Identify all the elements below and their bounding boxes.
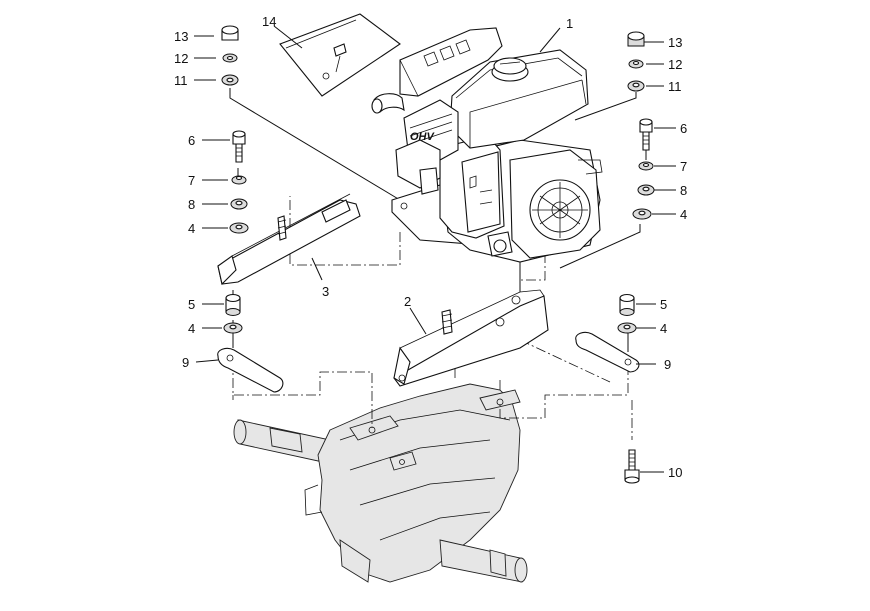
callout-9-right: 9: [664, 357, 671, 372]
engine-assembly: OHV: [371, 27, 603, 263]
callout-13-right: 13: [668, 35, 682, 50]
callout-4-right-upper: 4: [680, 207, 687, 222]
callout-leaders: [194, 25, 676, 473]
transmission-housing: [233, 383, 528, 583]
callout-10: 10: [668, 465, 682, 480]
engine-brand-mark: OHV: [410, 131, 436, 143]
callout-1: 1: [566, 16, 573, 31]
callout-4-left-lower: 4: [188, 321, 195, 336]
callout-12-right: 12: [668, 57, 682, 72]
callout-4-left-upper: 4: [188, 221, 195, 236]
right-engine-bracket: [393, 289, 549, 387]
callout-6-right: 6: [680, 121, 687, 136]
callout-11-right: 11: [668, 79, 682, 94]
callout-14: 14: [262, 14, 276, 29]
callout-8-right: 8: [680, 183, 687, 198]
callout-7-left: 7: [188, 173, 195, 188]
callout-5-right: 5: [660, 297, 667, 312]
callout-2: 2: [404, 294, 411, 309]
callout-9-left: 9: [182, 355, 189, 370]
callout-4-right-lower: 4: [660, 321, 667, 336]
callout-12-left: 12: [174, 51, 188, 66]
right-hardware-stack: [575, 31, 655, 484]
left-engine-bracket: [217, 193, 361, 286]
left-hardware-stack: [217, 25, 284, 393]
callout-3: 3: [322, 284, 329, 299]
assembly-centerlines: [232, 196, 633, 440]
callout-11-left: 11: [174, 73, 188, 88]
callout-5-left: 5: [188, 297, 195, 312]
muffler-heat-shield: [279, 13, 401, 97]
callout-6-left: 6: [188, 133, 195, 148]
callout-8-left: 8: [188, 197, 195, 212]
callout-labels: 1 2 3 4 4 4 4 5 5 6 6 7 7 8 8 9 9 10 11 …: [174, 14, 687, 480]
callout-7-right: 7: [680, 159, 687, 174]
callout-13-left: 13: [174, 29, 188, 44]
